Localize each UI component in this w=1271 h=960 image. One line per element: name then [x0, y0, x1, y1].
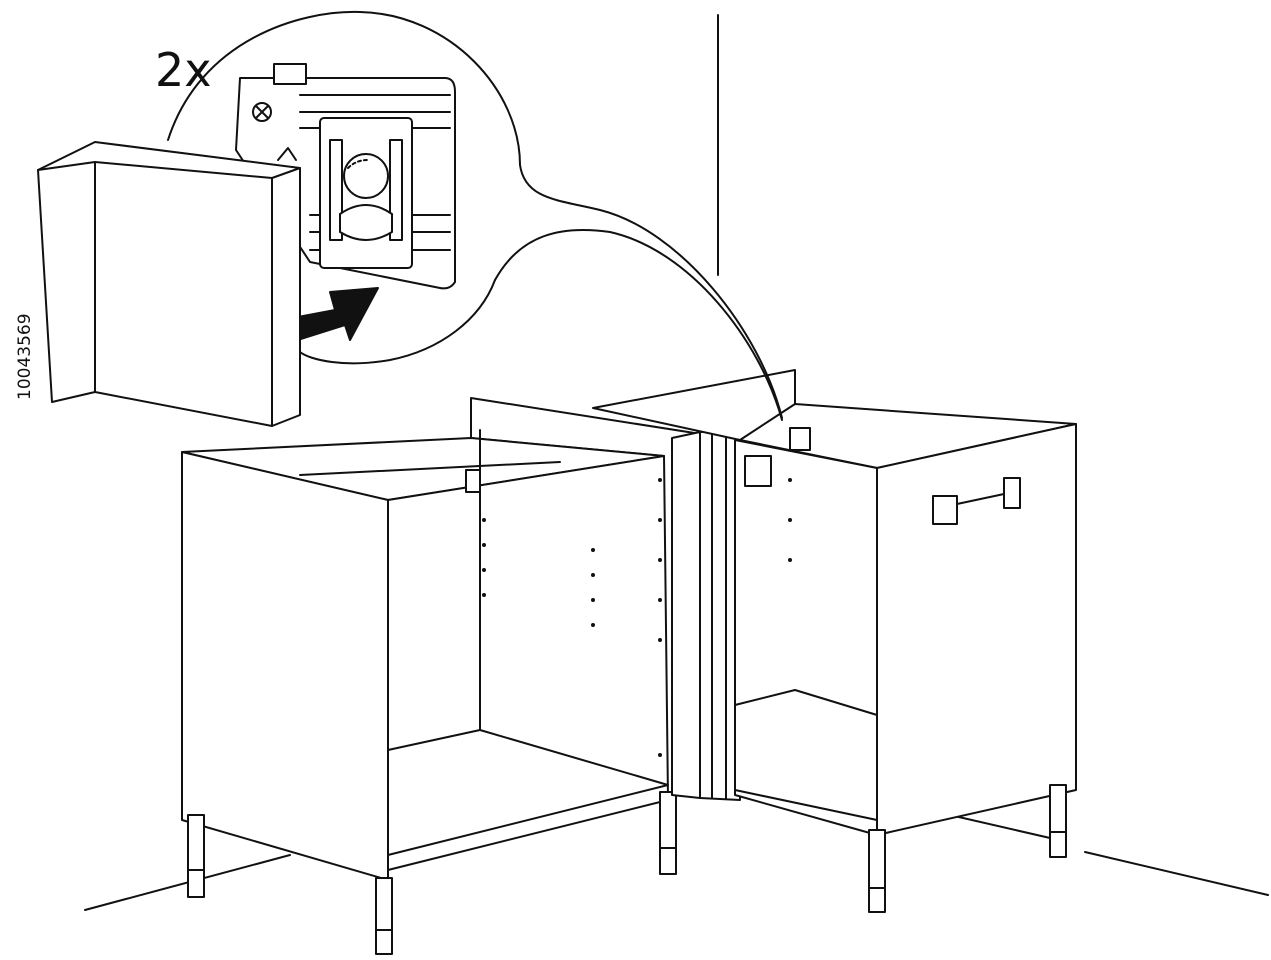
shelf-hole: [591, 548, 595, 552]
shelf-hole: [788, 478, 792, 482]
shelf-hole: [658, 598, 662, 602]
shelf-hole: [591, 573, 595, 577]
right-cabinet-cover-cap: [744, 455, 772, 487]
right-cabinet-outer-side: [876, 423, 1077, 836]
shelf-hole: [482, 593, 486, 597]
shelf-hole: [482, 568, 486, 572]
shelf-hole: [788, 558, 792, 562]
shelf-hole: [658, 638, 662, 642]
shelf-hole-dots: [482, 478, 792, 757]
shelf-hole: [658, 478, 662, 482]
cover-panel-return: [37, 161, 96, 403]
cover-panel-edge: [271, 167, 301, 427]
right-cabinet-leg: [868, 829, 886, 913]
left-cabinet: [181, 397, 721, 955]
screw-icon: [252, 102, 272, 122]
callout-outline-upper: [167, 10, 783, 419]
shelf-hole: [482, 518, 486, 522]
left-cabinet-bracket: [465, 469, 481, 493]
right-cabinet: [592, 369, 1077, 913]
right-cabinet-cover-cap: [932, 495, 958, 525]
shelf-hole: [591, 623, 595, 627]
clip-hidden-line: [347, 159, 369, 169]
filler-post-left-face: [671, 431, 701, 799]
left-cabinet-leg: [375, 877, 393, 955]
shelf-hole: [788, 518, 792, 522]
left-cabinet-outer-side: [181, 451, 389, 881]
floor-line-right-inner: [949, 814, 1051, 839]
shelf-hole: [658, 558, 662, 562]
right-cabinet-cover-cap: [1003, 477, 1021, 509]
corner-filler-post: [671, 429, 741, 801]
cap-alignment-line: [956, 493, 1005, 505]
shelf-hole: [658, 518, 662, 522]
callout-tail-lower: [494, 229, 783, 421]
cover-panel: [37, 141, 301, 427]
callout-outline-lower: [299, 279, 496, 365]
clip-keyhole: [339, 204, 393, 241]
plate-notch: [277, 147, 297, 161]
floor-line-right: [1084, 851, 1269, 896]
shelf-hole: [658, 753, 662, 757]
left-cabinet-leg: [187, 814, 205, 898]
quantity-label: 2x: [155, 43, 212, 97]
right-cabinet-leg: [1049, 784, 1067, 858]
shelf-hole: [591, 598, 595, 602]
left-cabinet-top-edge: [299, 461, 561, 476]
shelf-hole: [482, 543, 486, 547]
part-number: 10043569: [15, 313, 35, 400]
bracket-top-clip: [273, 63, 307, 85]
magnified-bracket-plate: [235, 63, 456, 290]
left-cabinet-leg: [659, 791, 677, 875]
right-cabinet-bracket: [789, 427, 811, 451]
room-lines: [84, 14, 1269, 911]
cover-panel-face: [94, 161, 273, 427]
detail-callout: [167, 10, 783, 421]
